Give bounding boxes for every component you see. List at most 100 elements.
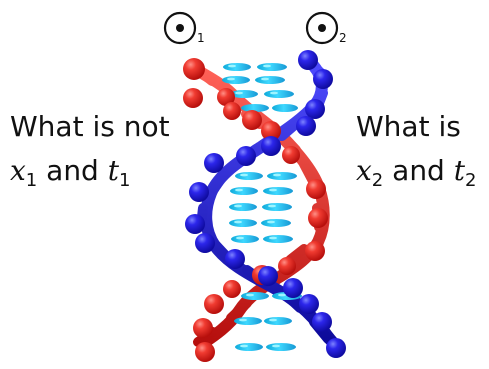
- base-pair: [272, 104, 298, 112]
- blue-atom: [195, 233, 215, 253]
- right-variable-t: t: [453, 154, 466, 187]
- base-highlight: [270, 91, 278, 95]
- base-pair: [222, 76, 250, 84]
- blue-atom: [283, 278, 303, 298]
- red-atom: [217, 88, 235, 106]
- red-atom: [261, 121, 281, 141]
- blue-atom: [305, 99, 325, 119]
- red-atom: [223, 280, 241, 298]
- base-highlight: [234, 204, 242, 208]
- red-atom: [195, 342, 215, 362]
- base-pair: [266, 343, 296, 351]
- base-pair: [261, 219, 291, 227]
- blue-atom: [261, 136, 281, 156]
- base-pair: [257, 63, 287, 71]
- base-pair: [234, 317, 262, 325]
- base-highlights: [227, 64, 286, 348]
- base-pair: [235, 343, 263, 351]
- base-highlight: [269, 188, 277, 192]
- red-atom: [306, 179, 326, 199]
- blue-atom: [185, 214, 205, 234]
- base-highlight: [235, 188, 243, 192]
- base-highlight: [267, 220, 275, 224]
- base-pair: [229, 203, 257, 211]
- base-highlight: [246, 293, 254, 297]
- red-atom: [183, 58, 205, 80]
- base-pair: [267, 172, 297, 180]
- base-highlight: [228, 64, 236, 68]
- blue-atom: [236, 146, 256, 166]
- base-highlight: [240, 173, 248, 177]
- base-highlight: [273, 173, 281, 177]
- left-question-label: What is not x1 and t1: [10, 113, 170, 201]
- red-atom: [193, 318, 213, 338]
- base-highlight: [268, 204, 276, 208]
- base-highlight: [239, 318, 247, 322]
- blue-atom: [298, 50, 318, 70]
- base-pair: [229, 219, 257, 227]
- base-pair: [235, 172, 263, 180]
- base-highlight: [261, 77, 269, 81]
- red-atom: [305, 241, 325, 261]
- base-pair: [255, 76, 285, 84]
- base-pair: [263, 187, 293, 195]
- base-highlight: [240, 344, 248, 348]
- base-pair: [241, 292, 269, 300]
- red-atom: [183, 88, 203, 108]
- base-pair: [231, 235, 259, 243]
- dot-center-icon: [318, 24, 326, 32]
- left-subscript-x: 1: [25, 170, 38, 191]
- left-question-line-1: What is not: [10, 110, 170, 143]
- base-highlight: [227, 77, 235, 81]
- base-pair: [223, 63, 251, 71]
- blue-atom: [225, 249, 245, 269]
- dot-center-icon: [176, 24, 184, 32]
- blue-atom: [326, 338, 346, 358]
- base-pair: [263, 235, 293, 243]
- blue-atom: [189, 182, 209, 202]
- base-highlight: [235, 91, 243, 95]
- base-pair: [241, 104, 269, 112]
- dot-circle-icon: [305, 11, 339, 45]
- base-highlight: [263, 64, 271, 68]
- base-pair: [262, 203, 292, 211]
- red-atom: [223, 102, 241, 120]
- left-symbol-subscript: 1: [197, 31, 205, 45]
- base-highlight: [236, 236, 244, 240]
- blue-atom: [296, 116, 316, 136]
- base-pair: [230, 187, 258, 195]
- blue-atom: [204, 153, 224, 173]
- right-subscript-x: 2: [371, 170, 384, 191]
- base-pair: [264, 90, 294, 98]
- blue-atom: [258, 266, 278, 286]
- blue-atom: [299, 294, 319, 314]
- red-atom: [204, 294, 224, 314]
- blue-atom: [312, 312, 332, 332]
- left-variable-t: t: [107, 154, 120, 187]
- left-question-line-2: x1 and t1: [10, 154, 170, 190]
- top-direction-symbol-left: [163, 11, 197, 45]
- red-atom: [308, 208, 328, 228]
- base-pair: [264, 317, 292, 325]
- dot-circle-icon: [163, 11, 197, 45]
- base-highlight: [272, 344, 280, 348]
- blue-atoms: [185, 50, 346, 358]
- right-question-label: What is x2 and t2: [356, 113, 476, 201]
- right-subscript-t: 2: [465, 170, 477, 191]
- base-highlight: [278, 293, 286, 297]
- base-highlight: [234, 220, 242, 224]
- right-and-text: and: [392, 154, 445, 187]
- left-and-text: and: [46, 154, 99, 187]
- left-subscript-t: 1: [119, 170, 131, 191]
- red-atom: [242, 110, 262, 130]
- right-question-line-2: x2 and t2: [356, 154, 476, 190]
- red-atom: [282, 146, 300, 164]
- right-question-line-1: What is: [356, 110, 461, 143]
- left-variable-x: x: [10, 154, 26, 187]
- red-atom: [278, 257, 296, 275]
- right-variable-x: x: [356, 154, 372, 187]
- blue-atom: [313, 69, 333, 89]
- base-highlight: [269, 236, 277, 240]
